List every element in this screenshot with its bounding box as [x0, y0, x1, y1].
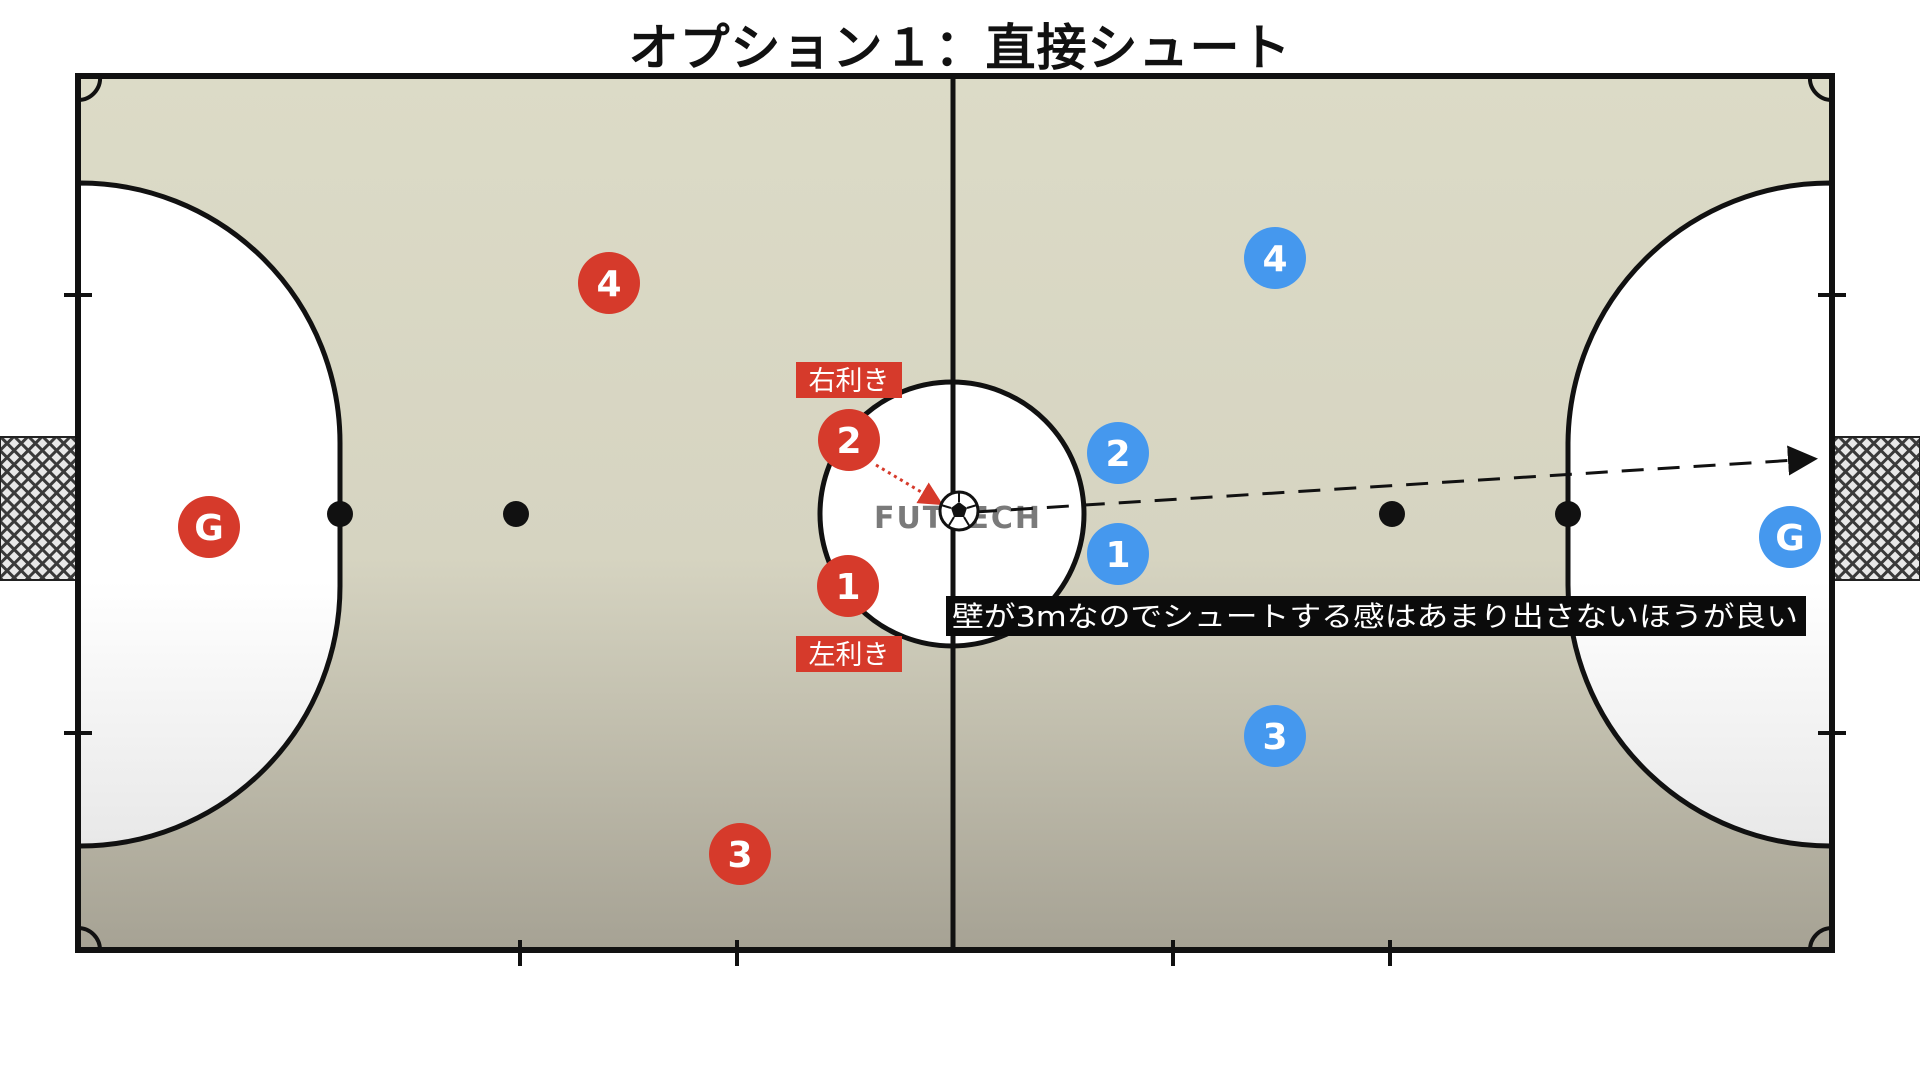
- second-penalty-mark-left: [503, 501, 529, 527]
- penalty-mark-left: [327, 501, 353, 527]
- red-player-2-label: 2: [836, 421, 861, 462]
- pass-arrow: [875, 463, 944, 506]
- corner-arc-bl: [77, 926, 102, 951]
- corner-arc-tr: [1807, 75, 1833, 103]
- corner-arc-tl: [77, 75, 103, 103]
- blue-player-2-label: 2: [1105, 434, 1130, 475]
- red-player-4: 4: [578, 252, 640, 314]
- penalty-mark-right: [1555, 501, 1581, 527]
- blue-player-3-label: 3: [1262, 717, 1287, 758]
- red-player-2: 2: [818, 409, 880, 471]
- right-footed-label: 右利き: [809, 366, 890, 397]
- red-player-G-label: G: [194, 508, 224, 549]
- note-text: 壁が3mなのでシュートする感はあまり出さないほうが良い: [952, 600, 1798, 633]
- blue-player-2: 2: [1087, 422, 1149, 484]
- corner-arc-br: [1808, 926, 1833, 951]
- left-footed-tag: 左利き: [796, 636, 902, 672]
- red-player-1-label: 1: [835, 567, 860, 608]
- red-player-G: G: [178, 496, 240, 558]
- blue-player-1: 1: [1087, 523, 1149, 585]
- blue-player-4-label: 4: [1262, 239, 1287, 280]
- blue-player-G: G: [1759, 506, 1821, 568]
- red-player-1: 1: [817, 555, 879, 617]
- goal-net-right: [1833, 436, 1920, 581]
- second-penalty-mark-right: [1379, 501, 1405, 527]
- soccer-ball-icon: [938, 490, 980, 532]
- right-footed-tag: 右利き: [796, 362, 902, 398]
- diagram-title: オプション１：直接シュート: [628, 19, 1292, 77]
- red-player-4-label: 4: [596, 264, 621, 305]
- red-player-3: 3: [709, 823, 771, 885]
- note-box: 壁が3mなのでシュートする感はあまり出さないほうが良い: [946, 596, 1806, 636]
- penalty-area-right: [1565, 180, 1835, 849]
- blue-player-3: 3: [1244, 705, 1306, 767]
- blue-player-1-label: 1: [1105, 535, 1130, 576]
- red-player-3-label: 3: [727, 835, 752, 876]
- tick-marks: [64, 293, 1846, 966]
- left-footed-label: 左利き: [809, 640, 890, 671]
- blue-player-4: 4: [1244, 227, 1306, 289]
- shot-arrow: [974, 445, 1818, 514]
- blue-player-G-label: G: [1775, 518, 1805, 559]
- goal-net-left: [0, 436, 77, 581]
